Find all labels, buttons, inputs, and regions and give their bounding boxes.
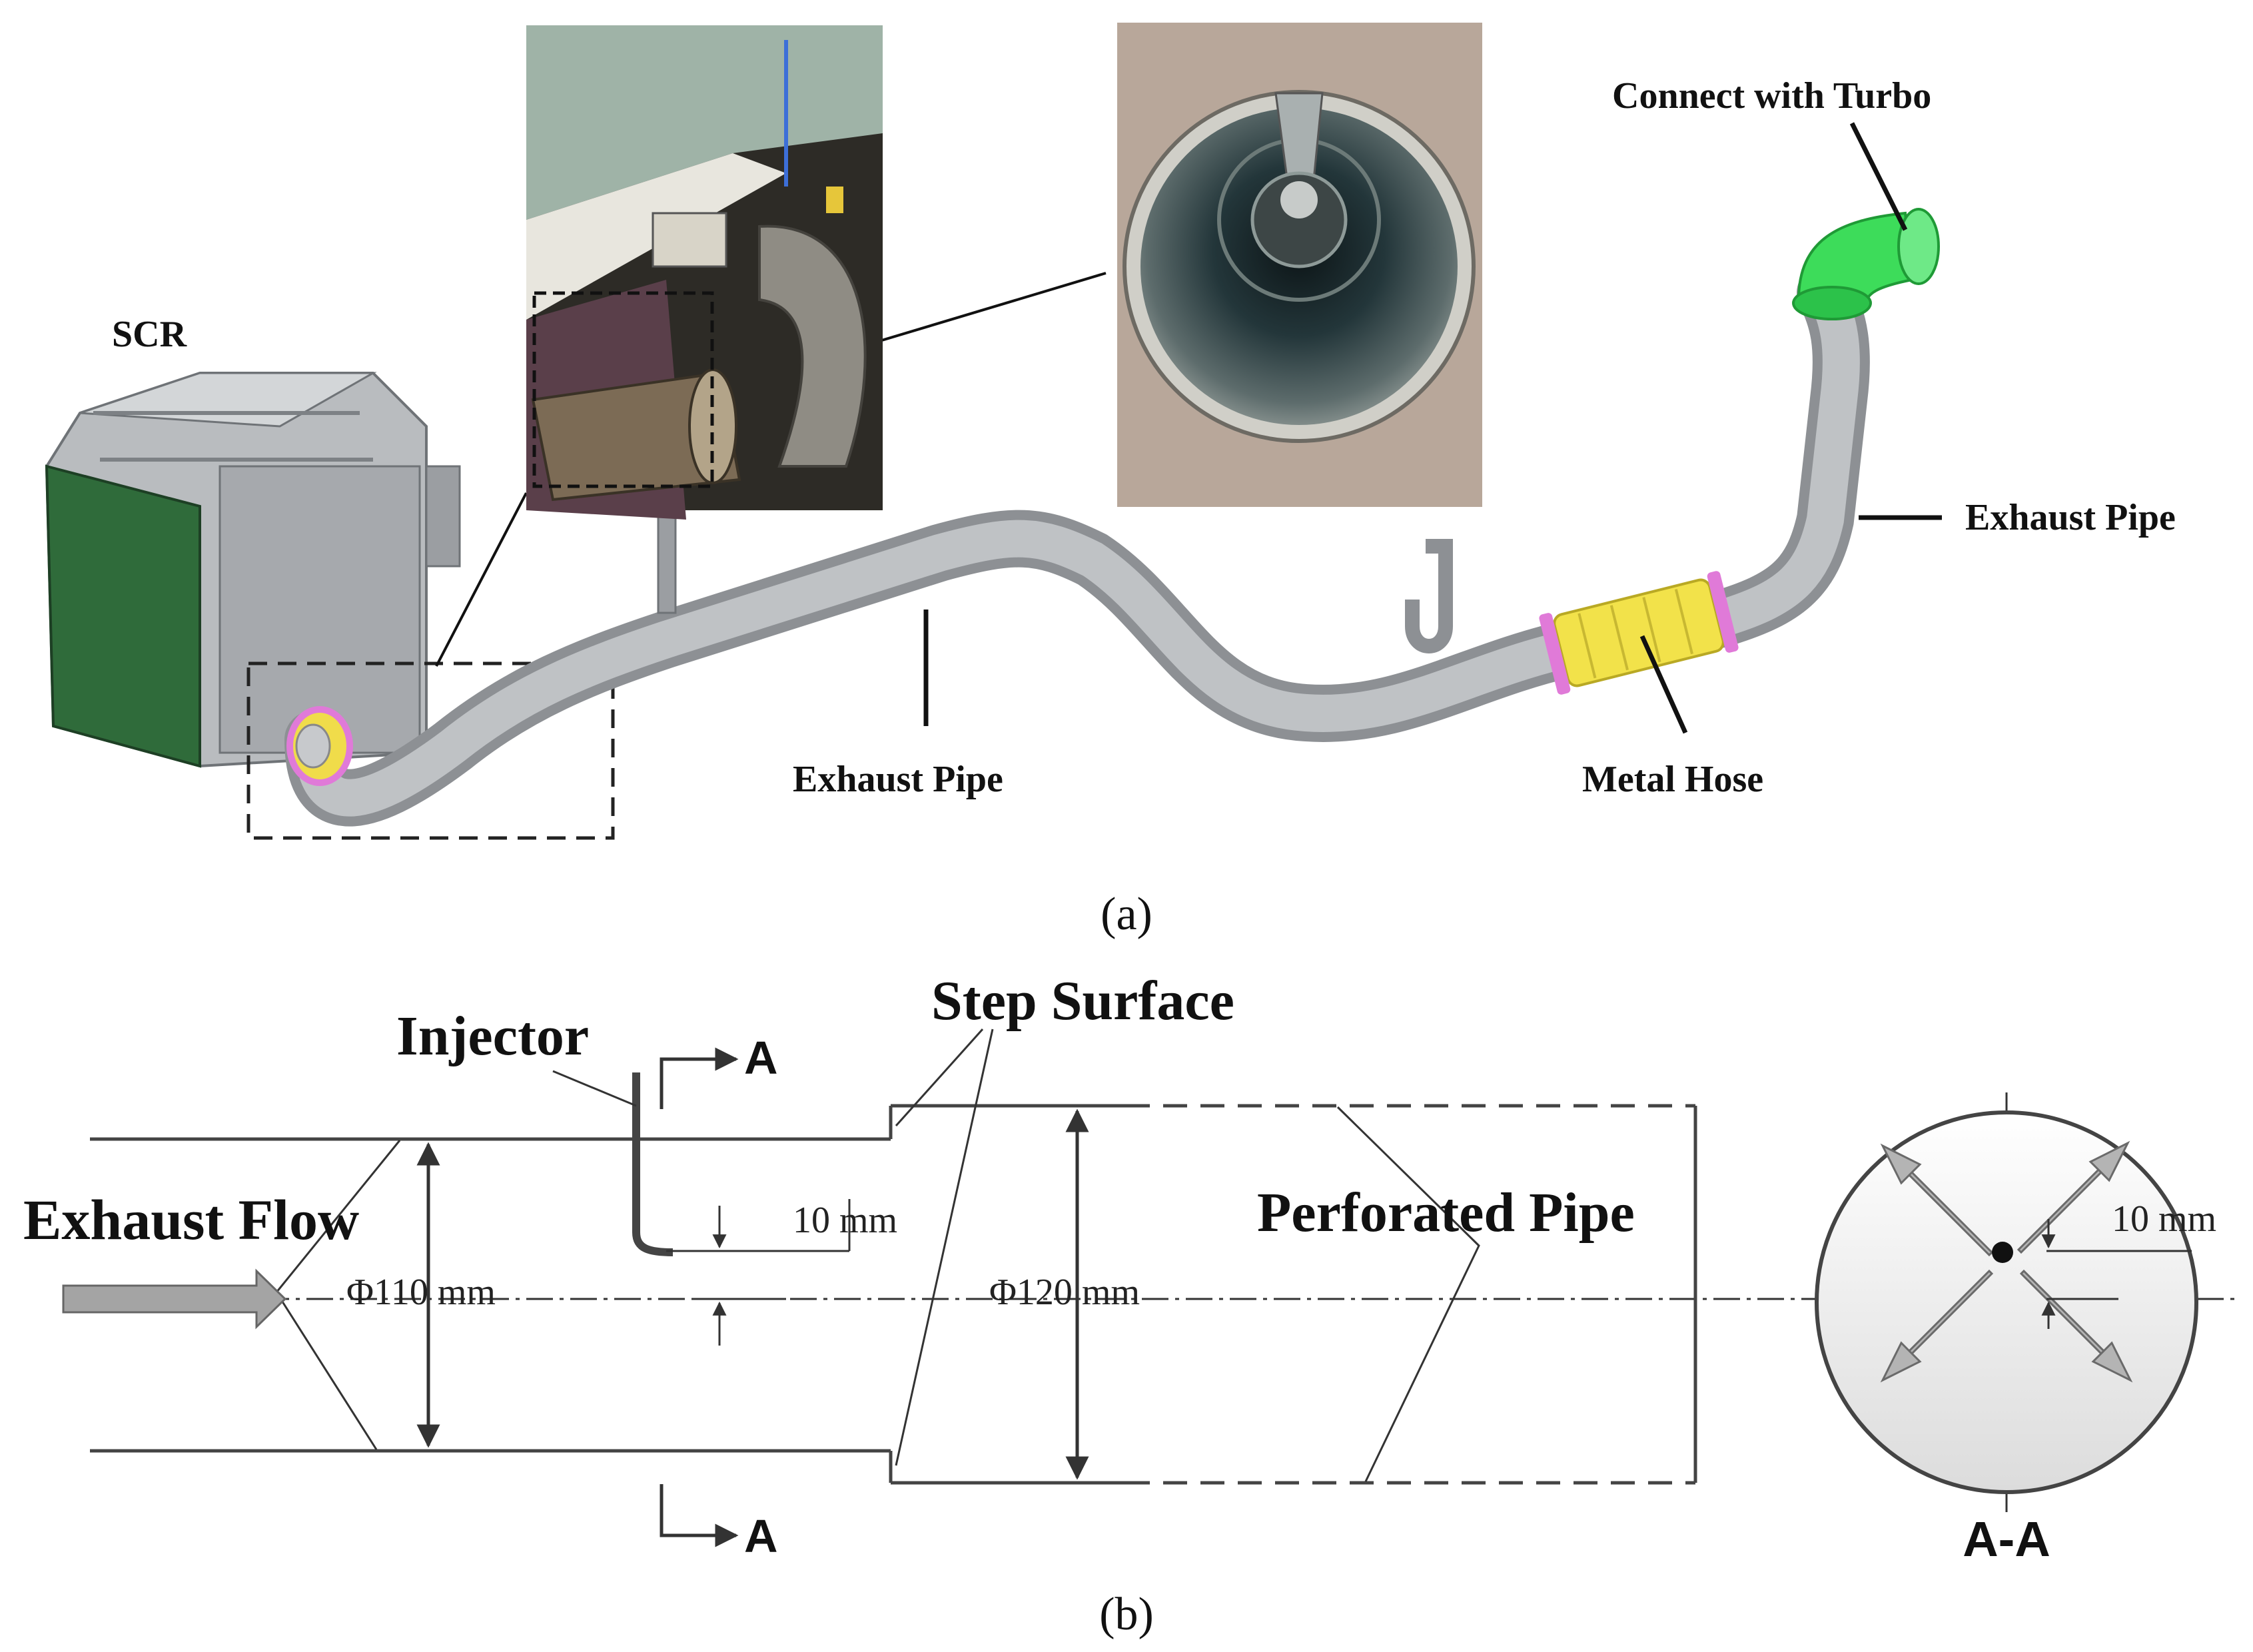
spray-arrow-ne: [2017, 1140, 2130, 1254]
section-aa-view: 10 mm A-A: [1815, 1092, 2216, 1567]
section-mark-top: [660, 1047, 739, 1109]
spray-arrow-sw: [1880, 1269, 1994, 1383]
section-mark-bottom: [660, 1484, 739, 1547]
scr-unit: [45, 372, 461, 768]
perforated-pipe-label: Perforated Pipe: [1257, 1182, 1635, 1244]
photo-dashed-focus: [532, 291, 714, 488]
injector-leader: [552, 1070, 637, 1107]
metal-hose-label: Metal Hose: [1582, 759, 1763, 800]
panel-b-caption: (b): [1099, 1589, 1154, 1640]
step-surface-label: Step Surface: [931, 970, 1234, 1032]
perforated-leader: [1336, 1106, 1480, 1482]
section-a-bottom-label: A: [744, 1510, 778, 1562]
section-10mm-label: 10 mm: [2112, 1198, 2216, 1240]
exhaust-pipe-right-label: Exhaust Pipe: [1965, 497, 2176, 538]
injector-point: [1992, 1242, 2013, 1263]
spray-arrow-nw: [1880, 1143, 1994, 1257]
section-circle: [1815, 1110, 2198, 1494]
injector-label: Injector: [396, 1005, 589, 1067]
scr-label: SCR: [112, 314, 187, 355]
metal-hose: [1539, 571, 1739, 695]
injector: [632, 1072, 674, 1256]
exhaust-flow-label: Exhaust Flow: [23, 1188, 359, 1252]
section-aa-label: A-A: [1963, 1511, 2050, 1567]
exhaust-flow-arrow: [62, 1268, 287, 1330]
dim-10mm-label: 10 mm: [793, 1200, 897, 1241]
detail-box: [246, 661, 615, 840]
panel-b: Injector A A Step Surface Exhaust Flow P…: [23, 970, 2238, 1640]
panel-a-caption: (a): [1101, 889, 1152, 940]
dim-phi110-label: Φ110 mm: [346, 1272, 496, 1313]
dim-phi120-label: Φ120 mm: [989, 1272, 1140, 1313]
turbo-leader: [1849, 122, 1908, 231]
pipe-bracket: [1405, 539, 1453, 653]
photo1-leader: [435, 492, 528, 667]
turbo-connector: [1792, 208, 1940, 320]
connect-turbo-label: Connect with Turbo: [1612, 75, 1931, 117]
step-leader-1: [895, 1028, 984, 1127]
panel-a: SCR Connect with Turbo Exhaust Pipe Exha…: [45, 23, 2176, 940]
hose-leader: [1639, 635, 1688, 734]
section-a-top-label: A: [744, 1032, 778, 1084]
tube-interior-photo: [1117, 23, 1482, 507]
exhaust-pipe-bottom-label: Exhaust Pipe: [793, 759, 1003, 800]
step-leader-2: [895, 1029, 994, 1466]
installation-photo: [526, 25, 883, 520]
pipe-stub-left: [657, 512, 677, 614]
